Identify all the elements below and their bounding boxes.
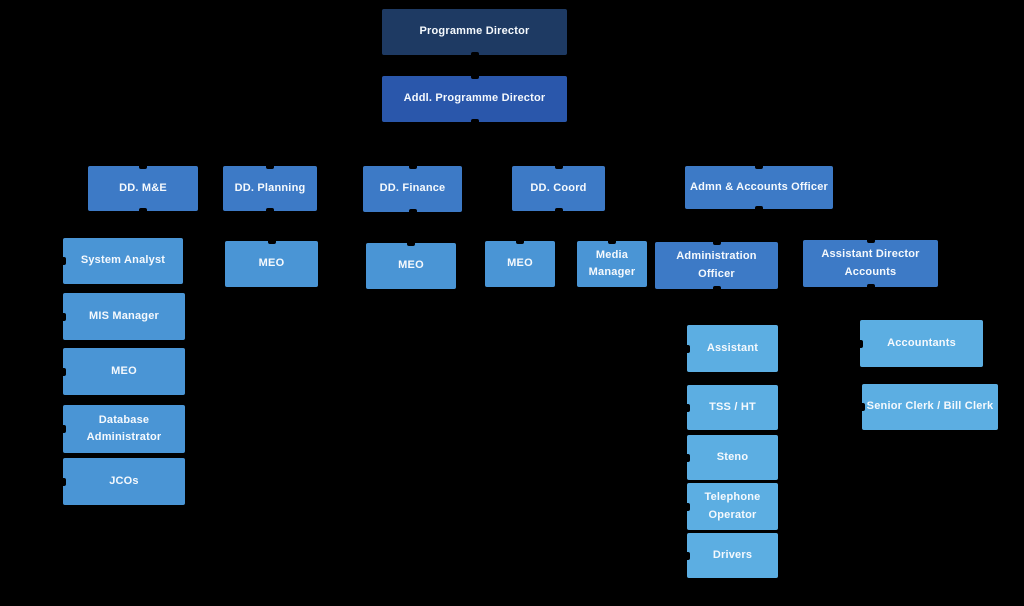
org-node-label: MEO (258, 257, 285, 270)
org-node-telephone-operator: Telephone Operator (685, 483, 778, 530)
org-node-label: DD. Finance (379, 182, 446, 195)
connector-dot (685, 344, 690, 353)
connector-dot (61, 425, 66, 433)
org-node-tss-ht: TSS / HT (685, 385, 778, 430)
org-node-label: Drivers (712, 548, 753, 561)
org-node-label: DD. Coord (530, 181, 587, 194)
org-node-assistant-director-accounts: Assistant Director Accounts (803, 238, 938, 289)
org-node-assistant: Assistant (685, 325, 778, 372)
connector-dot (61, 367, 66, 376)
org-node-drivers: Drivers (685, 533, 778, 578)
connector-dot (685, 551, 690, 560)
org-node-label: MIS Manager (88, 309, 160, 322)
connector-dot (266, 208, 274, 213)
org-node-label: Addl. Programme Director (403, 92, 546, 105)
org-node-label: Database Administrator (86, 413, 162, 443)
org-node-label: Assistant Director Accounts (821, 248, 920, 278)
org-node-label: Steno (716, 450, 749, 463)
org-node-meo-coord: MEO (485, 239, 555, 287)
connector-dot (61, 477, 66, 486)
connector-dot (407, 241, 415, 246)
org-node-system-analyst: System Analyst (61, 238, 183, 284)
org-node-label: Accountants (887, 336, 956, 349)
org-node-label: MEO (111, 364, 137, 377)
connector-dot (267, 239, 276, 244)
connector-dot (408, 209, 417, 214)
org-node-dd-finance: DD. Finance (363, 164, 462, 214)
connector-dot (139, 208, 147, 213)
org-node-programme-director: Programme Director (382, 9, 567, 57)
org-node-dd-me: DD. M&E (88, 164, 198, 213)
connector-dot (685, 502, 690, 511)
org-node-dd-planning: DD. Planning (223, 164, 317, 213)
org-node-label: DD. M&E (119, 181, 167, 194)
connector-dot (685, 453, 690, 462)
connector-dot (516, 239, 524, 244)
org-node-senior-clerk-bill-clerk: Senior Clerk / Bill Clerk (860, 384, 998, 430)
connector-dot (866, 238, 875, 243)
connector-dot (139, 164, 147, 169)
connector-dot (61, 257, 66, 265)
org-node-admn-accounts-officer: Admn & Accounts Officer (685, 164, 833, 211)
org-node-media-manager: Media Manager (577, 239, 647, 287)
org-node-label: Assistant (706, 341, 759, 354)
connector-dot (470, 119, 479, 124)
connector-dot (755, 164, 763, 169)
org-node-label: TSS / HT (709, 400, 756, 413)
org-node-meo-finance: MEO (366, 241, 456, 289)
connector-dot (858, 339, 863, 348)
org-node-addl-programme-director: Addl. Programme Director (382, 74, 567, 124)
org-node-database-administrator: Database Administrator (61, 405, 185, 453)
org-node-label: Administration Officer (676, 250, 757, 280)
org-node-administration-officer: Administration Officer (655, 240, 778, 291)
connector-dot (712, 240, 721, 245)
connector-dot (685, 403, 690, 412)
connector-dot (712, 286, 721, 291)
org-node-dd-coord: DD. Coord (512, 164, 605, 213)
org-node-label: Admn & Accounts Officer (689, 180, 829, 193)
org-node-label: Senior Clerk / Bill Clerk (866, 400, 994, 413)
org-node-label: Programme Director (419, 25, 530, 38)
org-node-label: MEO (507, 257, 533, 270)
org-node-label: MEO (398, 259, 424, 272)
connector-dot (554, 208, 563, 213)
connector-dot (866, 284, 875, 289)
connector-dot (408, 164, 417, 169)
connector-dot (860, 403, 865, 411)
org-node-label: System Analyst (80, 254, 166, 267)
connector-dot (61, 312, 66, 321)
org-node-meo-planning: MEO (225, 239, 318, 287)
org-node-mis-manager: MIS Manager (61, 293, 185, 340)
org-node-jcos: JCOs (61, 458, 185, 505)
connector-dot (470, 74, 479, 79)
org-node-label: DD. Planning (234, 181, 306, 194)
org-node-accountants: Accountants (858, 320, 983, 367)
org-node-label: Telephone Operator (704, 491, 761, 521)
org-node-label: JCOs (109, 474, 139, 487)
org-node-meo-me: MEO (61, 348, 185, 395)
connector-dot (554, 164, 563, 169)
connector-dot (755, 206, 763, 211)
org-node-steno: Steno (685, 435, 778, 480)
connector-dot (266, 164, 274, 169)
org-node-label: Media Manager (588, 248, 636, 278)
connector-dot (470, 52, 479, 57)
connector-dot (608, 239, 616, 244)
